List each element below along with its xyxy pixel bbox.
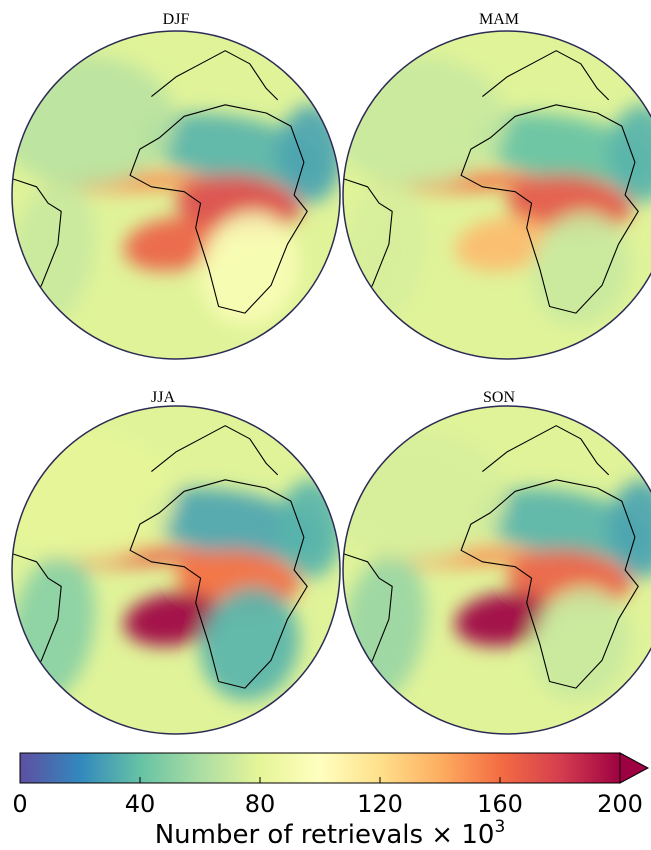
- colorbar-ticks: 0 40 80 120 160 200: [12, 777, 643, 818]
- coastline-africa: [129, 479, 308, 689]
- colorbar-tick-label: 0: [12, 790, 27, 818]
- region-southern-africa: [200, 586, 300, 701]
- colorbar-gradient: [19, 752, 621, 784]
- colorbar-tick-label: 120: [357, 790, 403, 818]
- panel-title-mam: MAM: [479, 11, 519, 28]
- colorbar-label-text: Number of retrievals × 10: [155, 820, 495, 850]
- region-north-atlantic: [12, 430, 176, 562]
- globe-outline: [11, 405, 341, 735]
- coastline-europe: [151, 425, 279, 476]
- region-southern-africa: [531, 586, 631, 701]
- region-north-atlantic: [343, 55, 507, 187]
- coastline-africa: [460, 104, 639, 314]
- globe-outline: [11, 30, 341, 360]
- region-saharan-belt: [144, 113, 323, 185]
- region-arabia-east: [608, 479, 651, 579]
- region-north-atlantic: [343, 430, 507, 562]
- region-arabia-east: [277, 479, 340, 579]
- globe-mam: [343, 31, 651, 359]
- region-saharan-belt: [475, 488, 651, 560]
- colorbar-label: Number of retrievals × 103: [155, 817, 506, 850]
- globe-outline: [342, 405, 651, 735]
- coastline-south-america: [343, 178, 393, 311]
- colorbar-tick-label: 160: [477, 790, 523, 818]
- colorbar: 0 40 80 120 160 200 Number of retrievals × 10…: [12, 752, 650, 850]
- panel-title-son: SON: [483, 389, 515, 406]
- region-saharan-belt: [475, 113, 651, 185]
- region-southern-africa: [200, 211, 300, 326]
- panel-title-jja: JJA: [151, 389, 175, 406]
- globe-outline: [342, 30, 651, 360]
- colorbar-tick-label: 200: [597, 790, 643, 818]
- coastline-europe: [482, 50, 610, 101]
- coastline-south-america: [343, 553, 393, 686]
- colorbar-label-superscript: 3: [494, 817, 505, 837]
- region-arabia-east: [608, 104, 651, 204]
- globe-jja: [12, 406, 340, 734]
- region-north-atlantic: [12, 55, 176, 187]
- coastline-africa: [460, 479, 639, 689]
- region-saharan-belt: [144, 488, 323, 560]
- coastline-south-america: [12, 178, 62, 311]
- region-arabia-east: [277, 104, 340, 204]
- coastline-africa: [129, 104, 308, 314]
- globe-djf: [12, 31, 340, 359]
- colorbar-tick-label: 40: [125, 790, 156, 818]
- globe-panels: [11, 30, 651, 735]
- globe-son: [343, 406, 651, 734]
- coastline-south-america: [12, 553, 62, 686]
- coastline-europe: [482, 425, 610, 476]
- coastline-europe: [151, 50, 279, 101]
- colorbar-extend-arrow: [619, 752, 650, 784]
- panel-title-djf: DJF: [163, 11, 190, 28]
- colorbar-tick-label: 80: [245, 790, 276, 818]
- region-southern-africa: [531, 211, 631, 326]
